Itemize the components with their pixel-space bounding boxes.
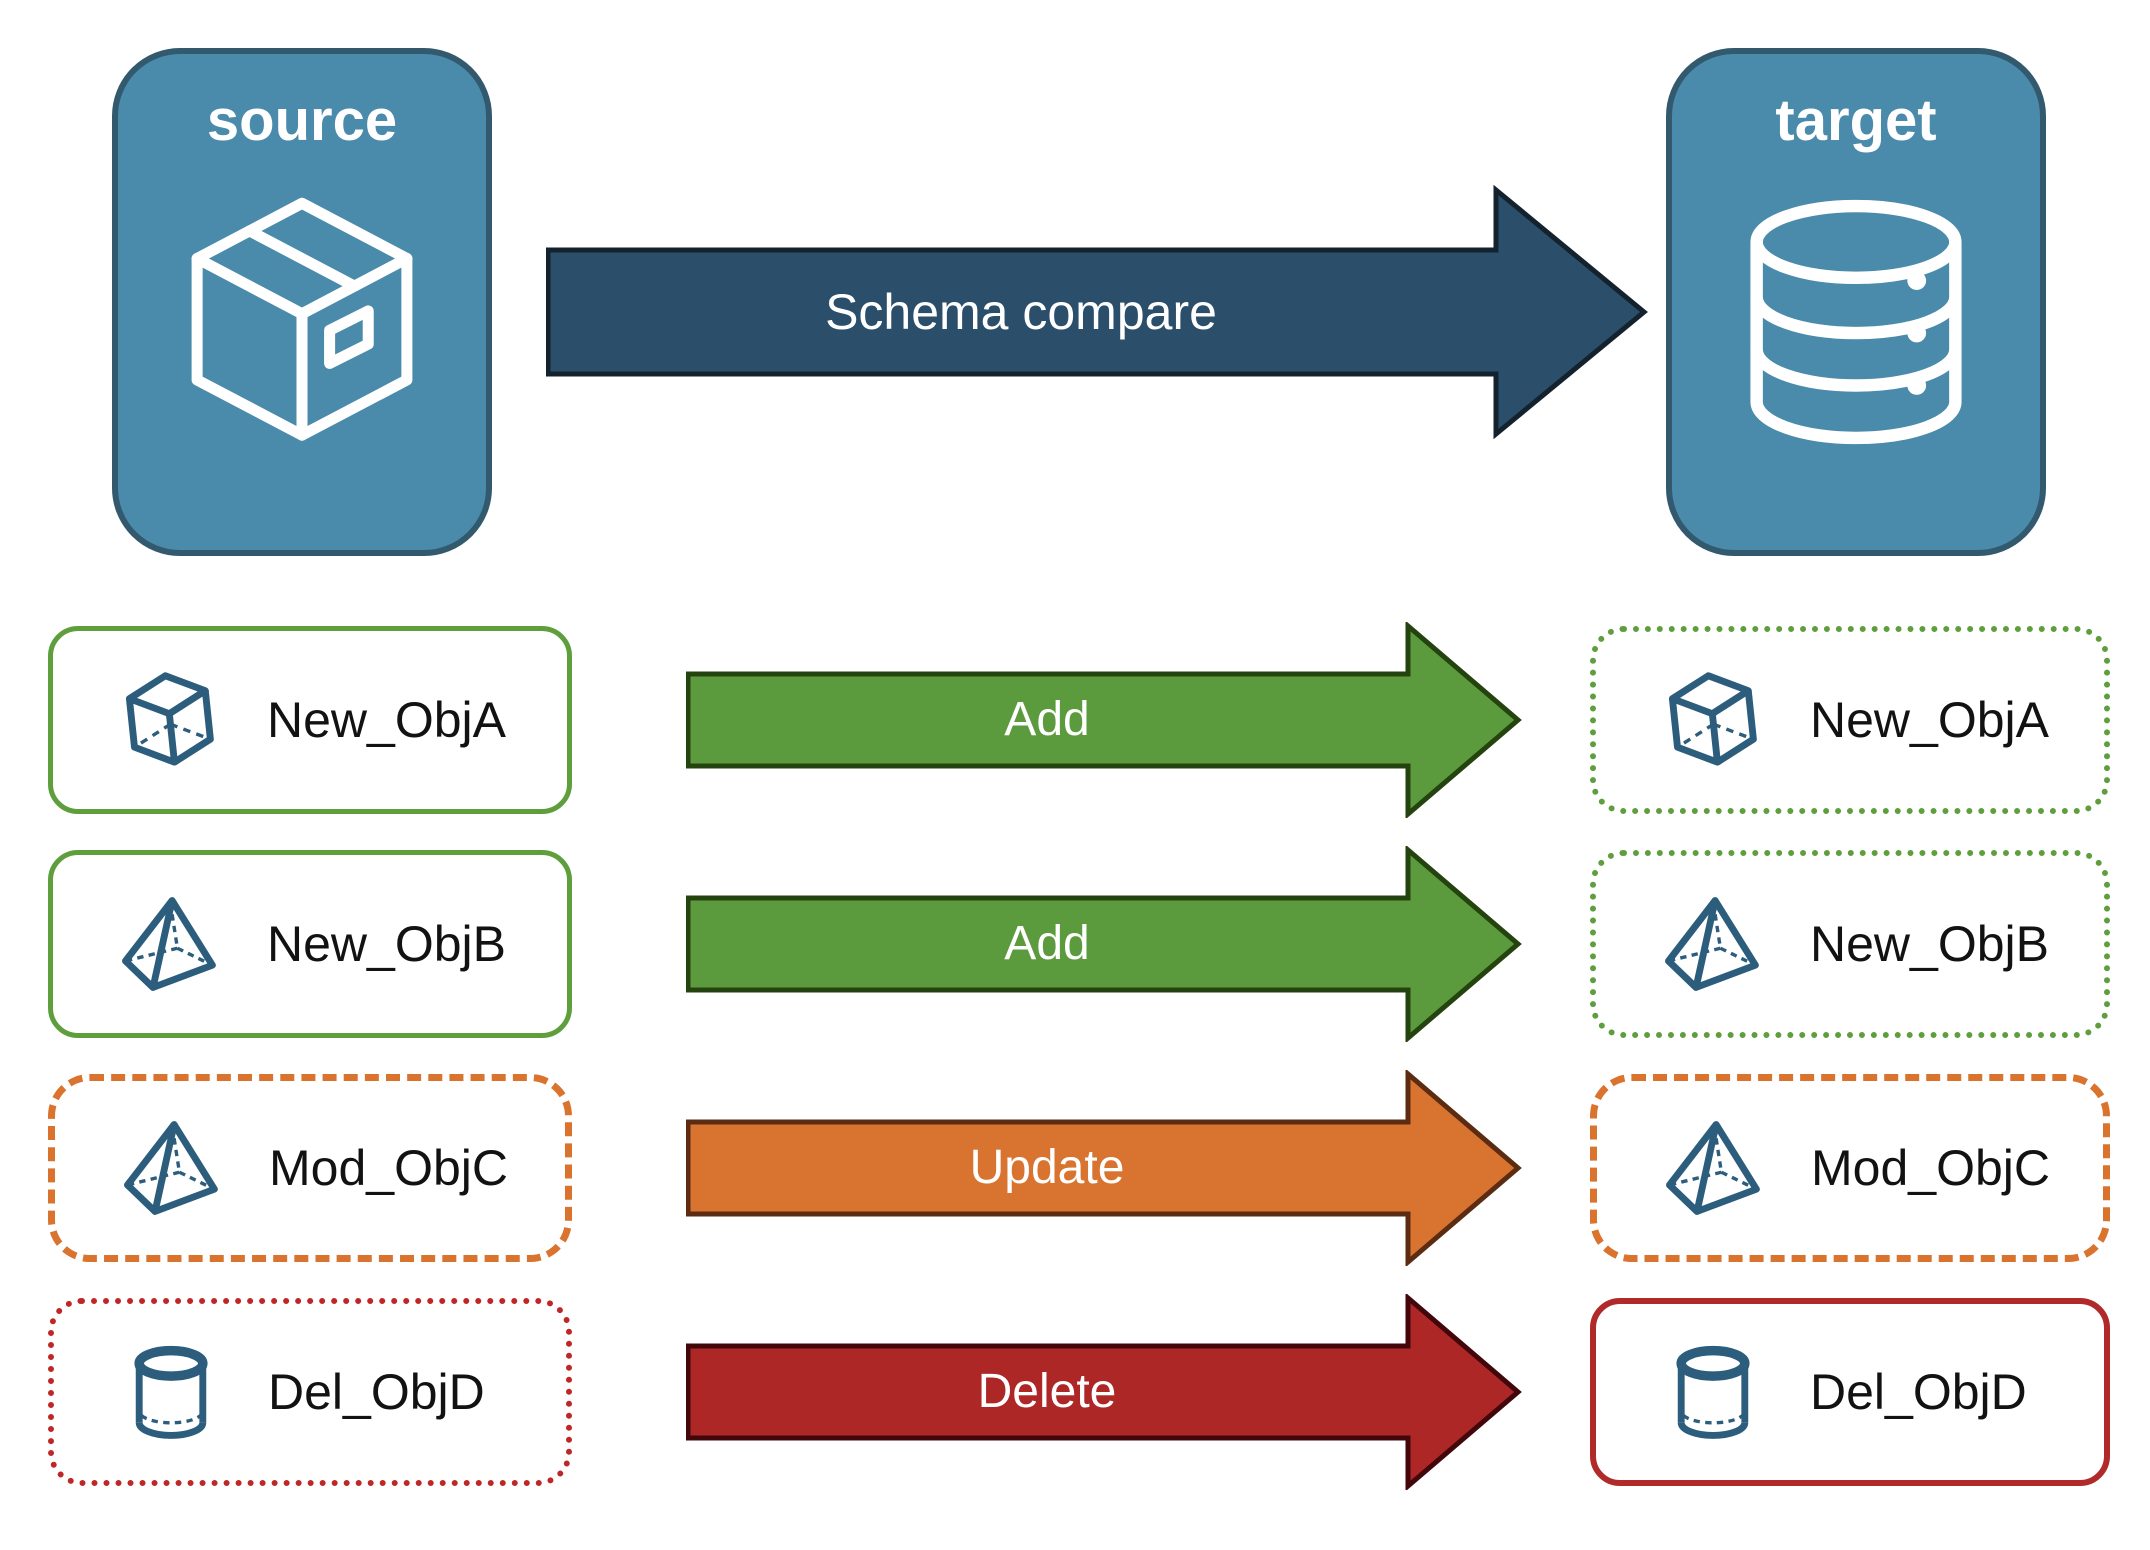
- target-object-label: New_ObjB: [1810, 916, 2049, 972]
- source-object-card-mod-objc: Mod_ObjC: [48, 1074, 572, 1262]
- cube-icon: [125, 672, 214, 766]
- add-arrow: Add: [686, 846, 1522, 1042]
- package-icon: [191, 197, 413, 441]
- source-object-card-del-objd: Del_ObjD: [48, 1298, 572, 1486]
- source-node-label: source: [206, 88, 398, 153]
- pyramid-icon: [1666, 1121, 1760, 1215]
- target-node: target: [1666, 48, 2046, 556]
- source-object-card-new-objb: New_ObjB: [48, 850, 572, 1038]
- update-arrow: Update: [686, 1070, 1522, 1266]
- add-arrow-shape: [686, 846, 1522, 1042]
- source-object-label: Del_ObjD: [268, 1364, 485, 1420]
- target-object-card-mod-objc: Mod_ObjC: [1590, 1074, 2110, 1262]
- target-object-label: Mod_ObjC: [1811, 1140, 2050, 1196]
- target-object-label: Del_ObjD: [1810, 1364, 2027, 1420]
- source-object-label: Mod_ObjC: [269, 1140, 508, 1196]
- delete-arrow: Delete: [686, 1294, 1522, 1490]
- schema-compare-arrow-shape: [546, 184, 1648, 440]
- update-arrow-label: Update: [969, 1141, 1125, 1194]
- pyramid-icon: [122, 897, 216, 991]
- cube-icon: [1668, 672, 1757, 766]
- update-arrow-shape: [686, 1070, 1522, 1266]
- target-object-card-new-objb: New_ObjB: [1590, 850, 2110, 1038]
- schema-compare-arrow-label: Schema compare: [825, 284, 1217, 340]
- target-node-label: target: [1775, 88, 1937, 153]
- pyramid-icon: [1665, 897, 1759, 991]
- cylinder-icon: [134, 1345, 208, 1439]
- add-arrow: Add: [686, 622, 1522, 818]
- delete-arrow-shape: [686, 1294, 1522, 1490]
- database-icon: [1750, 199, 1962, 445]
- cylinder-icon: [1676, 1345, 1750, 1439]
- delete-arrow-label: Delete: [977, 1365, 1117, 1418]
- source-object-card-new-obja: New_ObjA: [48, 626, 572, 814]
- add-arrow-shape: [686, 622, 1522, 818]
- target-object-label: New_ObjA: [1810, 692, 2049, 748]
- pyramid-icon: [124, 1121, 218, 1215]
- target-object-card-del-objd: Del_ObjD: [1590, 1298, 2110, 1486]
- source-object-label: New_ObjA: [267, 692, 506, 748]
- schema-compare-arrow: Schema compare: [546, 184, 1650, 440]
- source-object-label: New_ObjB: [267, 916, 506, 972]
- source-node: source: [112, 48, 492, 556]
- target-object-card-new-obja: New_ObjA: [1590, 626, 2110, 814]
- add-arrow-label: Add: [1004, 693, 1090, 746]
- add-arrow-label: Add: [1004, 917, 1090, 970]
